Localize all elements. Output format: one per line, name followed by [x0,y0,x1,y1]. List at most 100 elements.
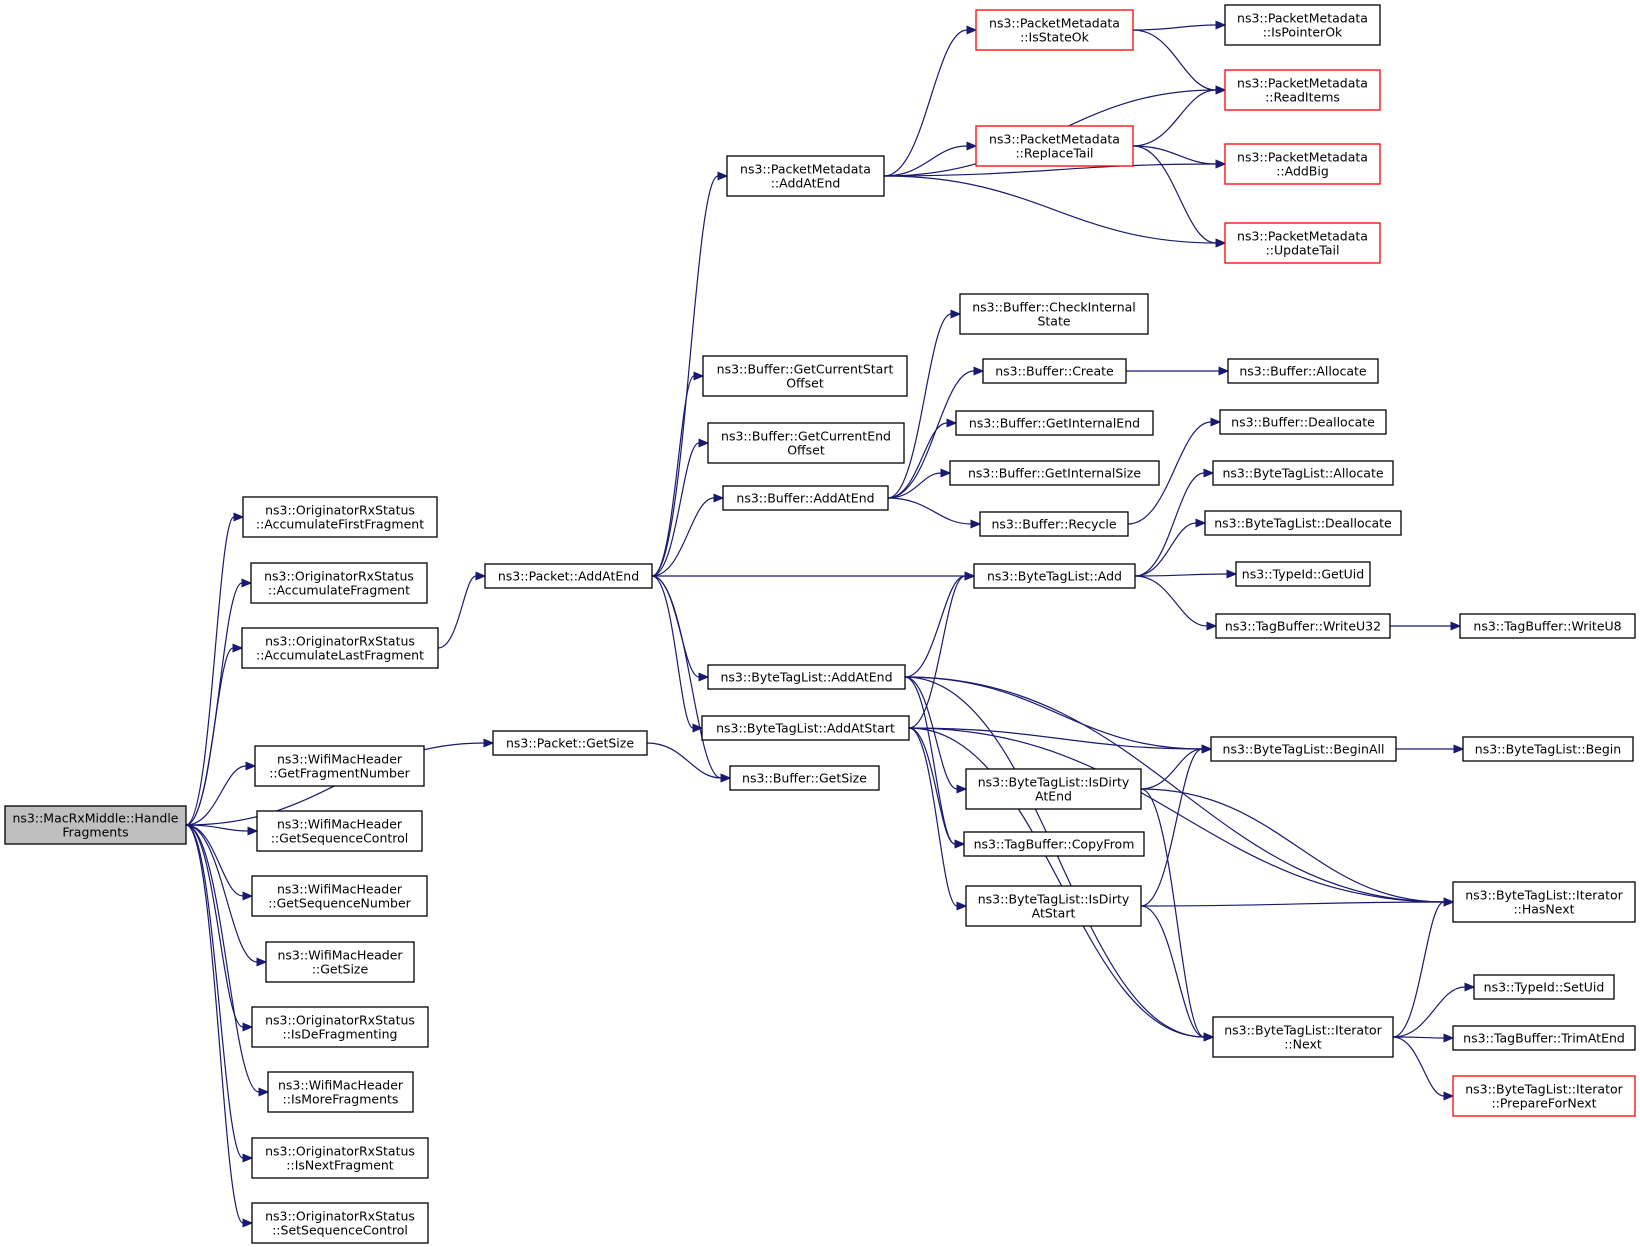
node-btl_add[interactable]: ns3::ByteTagList::Add [973,563,1136,589]
edge-btl_addatend-to-tb_copyfrom [904,676,966,849]
node-label-line: ns3::TagBuffer::WriteU8 [1473,619,1621,634]
edge-pkt_addatend-to-buf_addatend [651,493,725,577]
node-pm_ispointerok[interactable]: ns3::PacketMetadata::IsPointerOk [1224,4,1381,46]
node-btl_beginall[interactable]: ns3::ByteTagList::BeginAll [1210,736,1397,762]
node-wmh_fragnum[interactable]: ns3::WifiMacHeader::GetFragmentNumber [254,745,425,787]
node-label-line: ::AddBig [1276,164,1329,179]
edge-btl_add-to-btl_allocate [1134,468,1215,577]
node-wmh_seqctl[interactable]: ns3::WifiMacHeader::GetSequenceControl [256,810,423,852]
node-label-line: ns3::ByteTagList::Allocate [1222,466,1383,481]
edge-btl_addatstart-to-btl_isdirtystart [908,727,968,911]
node-tb_writeu32[interactable]: ns3::TagBuffer::WriteU32 [1215,613,1391,639]
node-label-line: ::AccumulateFragment [268,583,410,598]
node-buf_addatend[interactable]: ns3::Buffer::AddAtEnd [722,485,889,511]
node-buf_recycle[interactable]: ns3::Buffer::Recycle [979,511,1129,537]
node-label-line: ns3::ByteTagList::AddAtStart [716,721,895,736]
node-ors_first[interactable]: ns3::OriginatorRxStatus::AccumulateFirst… [242,496,438,538]
node-label-line: ns3::Buffer::CheckInternal [972,300,1136,315]
node-tb_writeu8[interactable]: ns3::TagBuffer::WriteU8 [1459,613,1636,639]
node-label-line: ::GetFragmentNumber [269,766,410,781]
node-btl_addatend[interactable]: ns3::ByteTagList::AddAtEnd [707,664,906,690]
node-tb_trimatend[interactable]: ns3::TagBuffer::TrimAtEnd [1452,1025,1636,1051]
node-label-line: ns3::Buffer::Recycle [991,517,1116,532]
node-ors_last[interactable]: ns3::OriginatorRxStatus::AccumulateLastF… [241,627,439,669]
node-label-line: Fragments [62,825,128,840]
node-label-line: ::IsDeFragmenting [283,1027,398,1042]
node-label-line: ::UpdateTail [1266,243,1340,258]
node-label-line: ns3::Buffer::AddAtEnd [736,491,874,506]
node-buf_allocate[interactable]: ns3::Buffer::Allocate [1227,358,1379,384]
node-label-line: ns3::TypeId::SetUid [1484,980,1605,995]
node-wmh_size[interactable]: ns3::WifiMacHeader::GetSize [265,941,415,983]
node-btl_begin[interactable]: ns3::ByteTagList::Begin [1462,736,1634,762]
edge-root-to-ors_first [185,512,245,826]
edge-pkt_addatend-to-buf_curend [651,438,710,577]
node-ors_isdefrag[interactable]: ns3::OriginatorRxStatus::IsDeFragmenting [251,1006,429,1048]
edge-root-to-ors_isnext [185,824,254,1163]
edge-root-to-wmh_ismore [185,824,270,1097]
node-label-line: ns3::PacketMetadata [989,132,1120,147]
node-ors_setseq[interactable]: ns3::OriginatorRxStatus::SetSequenceCont… [251,1202,429,1244]
node-pkt_getsize[interactable]: ns3::Packet::GetSize [492,730,648,756]
node-btl_iter_prepare[interactable]: ns3::ByteTagList::Iterator::PrepareForNe… [1452,1075,1636,1117]
edge-buf_addatend-to-buf_checkinternal [887,309,962,499]
node-buf_deallocate[interactable]: ns3::Buffer::Deallocate [1219,409,1387,435]
node-label-line: ::PrepareForNext [1491,1096,1596,1111]
node-label-line: ns3::WifiMacHeader [277,752,403,767]
node-ors_isnext[interactable]: ns3::OriginatorRxStatus::IsNextFragment [251,1137,429,1179]
node-btl_addatstart[interactable]: ns3::ByteTagList::AddAtStart [701,715,910,741]
node-label-line: ::GetSize [312,962,369,977]
edge-btl_iter_next-to-btl_iter_hasnext [1392,897,1455,1038]
node-wmh_seqnum[interactable]: ns3::WifiMacHeader::GetSequenceNumber [251,875,428,917]
node-ors_frag[interactable]: ns3::OriginatorRxStatus::AccumulateFragm… [250,562,428,604]
node-pm_addbig[interactable]: ns3::PacketMetadata::AddBig [1224,143,1381,185]
node-label-line: ns3::Buffer::GetInternalEnd [969,416,1140,431]
node-tid_getuid[interactable]: ns3::TypeId::GetUid [1235,561,1371,587]
node-buf_create[interactable]: ns3::Buffer::Create [982,358,1127,384]
node-tb_copyfrom[interactable]: ns3::TagBuffer::CopyFrom [963,831,1145,857]
node-label-line: ns3::Buffer::Create [995,364,1114,379]
node-label-line: Offset [787,443,825,458]
node-buf_getsize[interactable]: ns3::Buffer::GetSize [729,765,880,791]
node-buf_getinternalsize[interactable]: ns3::Buffer::GetInternalSize [949,460,1160,486]
edge-pm_addatend-to-pm_replacetail [883,141,978,177]
node-wmh_ismore[interactable]: ns3::WifiMacHeader::IsMoreFragments [267,1071,414,1113]
edge-root-to-wmh_seqnum [185,824,254,901]
node-pm_replacetail[interactable]: ns3::PacketMetadata::ReplaceTail [975,125,1134,167]
edge-btl_addatend-to-btl_iter_next [904,676,1215,1042]
edge-btl_addatend-to-btl_isdirtyend [904,676,968,794]
node-label-line: ::IsPointerOk [1263,25,1343,40]
edge-btl_add-to-tb_writeu32 [1134,575,1218,631]
node-label-line: ::ReplaceTail [1015,146,1093,161]
node-pkt_addatend[interactable]: ns3::Packet::AddAtEnd [484,563,653,589]
node-pm_updatetail[interactable]: ns3::PacketMetadata::UpdateTail [1224,222,1381,264]
node-label-line: ns3::PacketMetadata [740,162,871,177]
node-label-line: ns3::WifiMacHeader [278,1078,404,1093]
edge-buf_recycle-to-buf_deallocate [1127,417,1222,525]
node-label-line: ns3::ByteTagList::IsDirty [978,892,1130,907]
node-tid_setuid[interactable]: ns3::TypeId::SetUid [1473,974,1615,1000]
edge-btl_addatstart-to-btl_add [908,571,976,729]
node-label-line: ns3::TagBuffer::WriteU32 [1225,619,1381,634]
node-pm_readitems[interactable]: ns3::PacketMetadata::ReadItems [1224,69,1381,111]
node-label-line: AtStart [1032,906,1076,921]
edge-root-to-ors_setseq [185,824,254,1228]
edge-layer [185,20,1476,1228]
edge-buf_addatend-to-buf_getinternalend [887,418,958,499]
node-label-line: ns3::MacRxMiddle::Handle [12,811,178,826]
node-btl_iter_next[interactable]: ns3::ByteTagList::Iterator::Next [1212,1016,1394,1058]
node-btl_deallocate[interactable]: ns3::ByteTagList::Deallocate [1204,510,1402,536]
node-label-line: ns3::PacketMetadata [989,16,1120,31]
edge-pm_replacetail-to-pm_readitems [1132,85,1227,147]
node-btl_iter_hasnext[interactable]: ns3::ByteTagList::Iterator::HasNext [1452,881,1636,923]
node-pm_addatend[interactable]: ns3::PacketMetadata::AddAtEnd [726,155,885,197]
node-btl_allocate[interactable]: ns3::ByteTagList::Allocate [1212,460,1394,486]
node-buf_getinternalend[interactable]: ns3::Buffer::GetInternalEnd [955,410,1154,436]
node-pm_isstateok[interactable]: ns3::PacketMetadata::IsStateOk [975,9,1134,51]
